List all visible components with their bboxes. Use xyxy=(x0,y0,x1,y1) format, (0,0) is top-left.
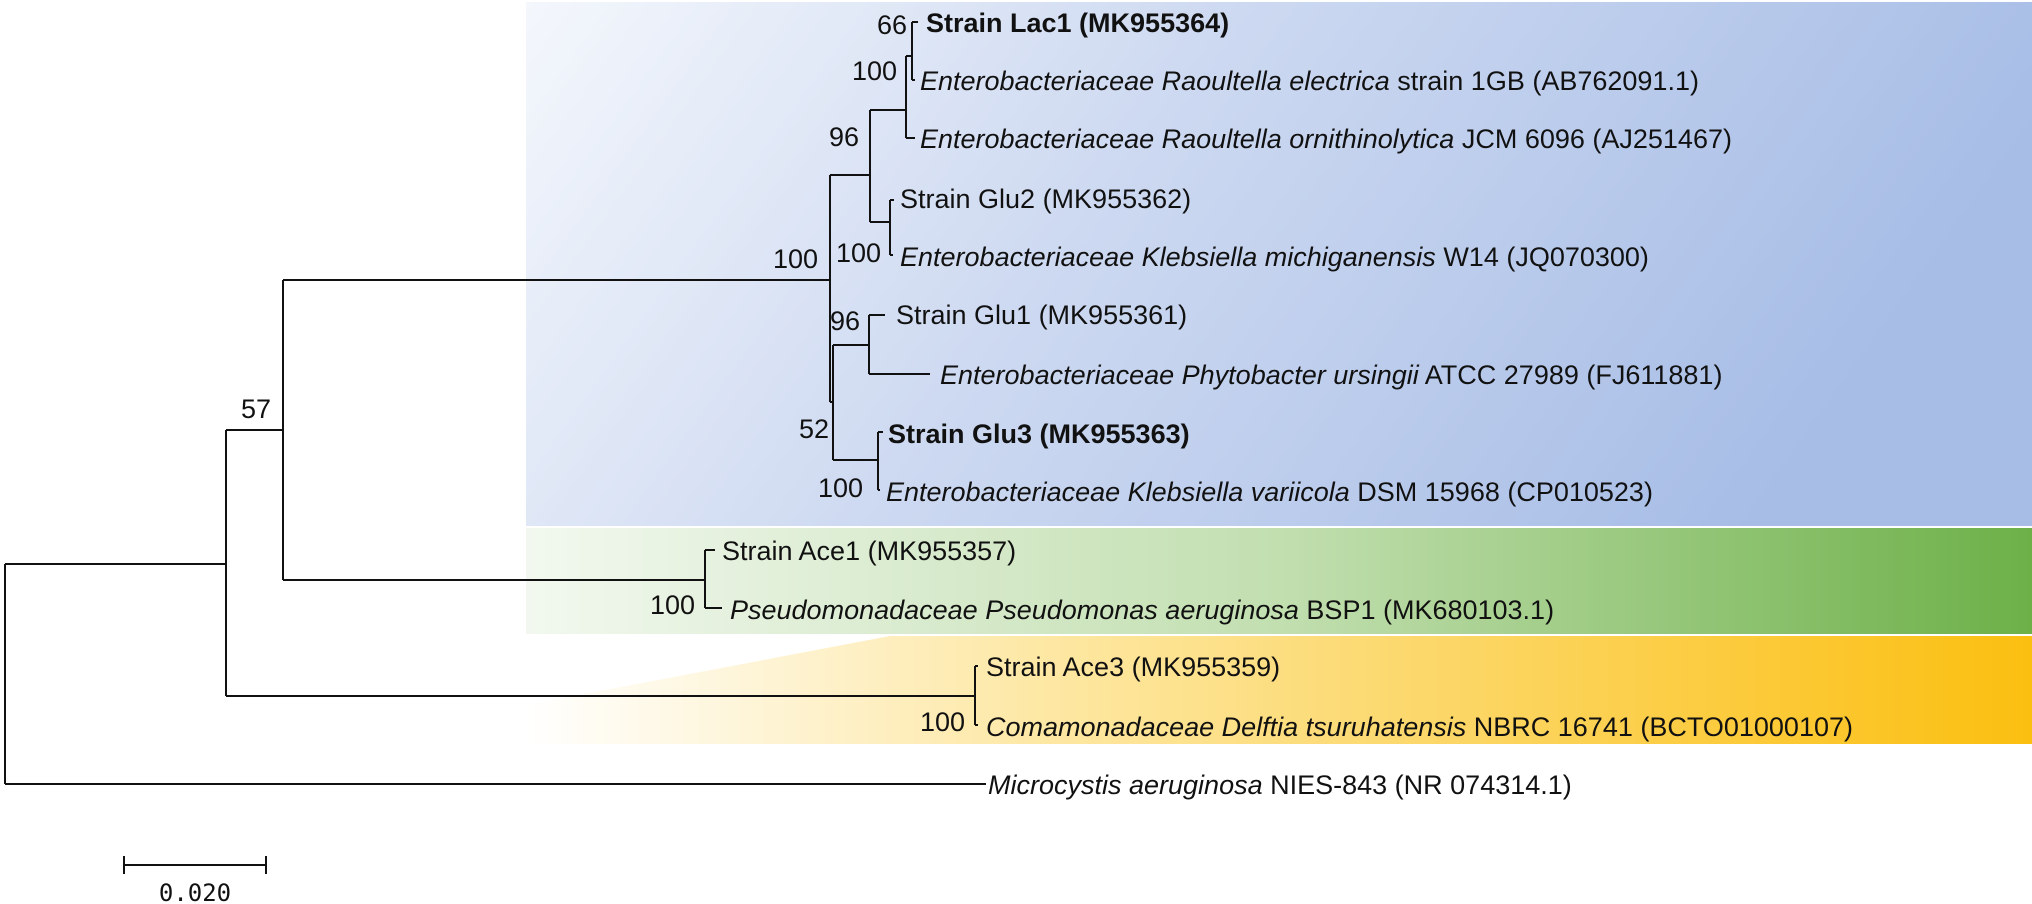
taxon-label: Pseudomonadaceae Pseudomonas aeruginosa … xyxy=(730,595,1554,625)
taxon-label: Strain Ace3 (MK955359) xyxy=(986,652,1280,682)
taxon-label: Strain Glu3 (MK955363) xyxy=(888,419,1190,449)
taxon-label-segment: Enterobacteriaceae Raoultella ornithinol… xyxy=(920,124,1454,154)
bootstrap-values: 66 100 96 100 100 96 52 100 57 100 100 xyxy=(241,10,965,737)
taxon-label: Microcystis aeruginosa NIES-843 (NR 0743… xyxy=(988,770,1572,800)
taxon-label-segment: BSP1 (MK680103.1) xyxy=(1299,595,1554,625)
taxon-label: Strain Glu2 (MK955362) xyxy=(900,184,1191,214)
taxon-label-segment: Strain Lac1 (MK955364) xyxy=(926,8,1229,38)
taxon-label: Enterobacteriaceae Phytobacter ursingii … xyxy=(940,360,1722,390)
taxon-label-segment: Strain Glu3 (MK955363) xyxy=(888,419,1190,449)
scale-bar: 0.020 xyxy=(123,856,267,904)
bootstrap-value: 96 xyxy=(829,122,859,152)
taxon-label: Strain Lac1 (MK955364) xyxy=(926,8,1229,38)
taxon-label-segment: Strain Glu1 (MK955361) xyxy=(896,300,1187,330)
bootstrap-value: 100 xyxy=(650,590,695,620)
taxon-labels: Strain Lac1 (MK955364) Enterobacteriacea… xyxy=(722,8,1853,800)
clade-pseudomonadaceae-highlight xyxy=(526,528,2032,634)
taxon-label-segment: ATCC 27989 (FJ611881) xyxy=(1419,360,1723,390)
taxon-label-segment: strain 1GB (AB762091.1) xyxy=(1390,66,1699,96)
taxon-label: Enterobacteriaceae Klebsiella michiganen… xyxy=(900,242,1649,272)
scale-bar-label: 0.020 xyxy=(159,879,231,904)
bootstrap-value: 52 xyxy=(799,414,829,444)
taxon-label-segment: Microcystis aeruginosa xyxy=(988,770,1263,800)
bootstrap-value: 100 xyxy=(852,56,897,86)
taxon-label-segment: Enterobacteriaceae Raoultella electrica xyxy=(920,66,1390,96)
bootstrap-value: 66 xyxy=(877,10,907,40)
taxon-label: Enterobacteriaceae Klebsiella variicola … xyxy=(886,477,1653,507)
bootstrap-value: 100 xyxy=(773,244,818,274)
taxon-label-segment: W14 (JQ070300) xyxy=(1436,242,1649,272)
taxon-label: Enterobacteriaceae Raoultella electrica … xyxy=(920,66,1699,96)
clade-comamonadaceae-highlight xyxy=(526,636,2032,744)
taxon-label-segment: Enterobacteriaceae Klebsiella michiganen… xyxy=(900,242,1436,272)
taxon-label-segment: Strain Glu2 (MK955362) xyxy=(900,184,1191,214)
taxon-label-segment: Pseudomonadaceae Pseudomonas aeruginosa xyxy=(730,595,1299,625)
taxon-label: Strain Glu1 (MK955361) xyxy=(896,300,1187,330)
bootstrap-value: 100 xyxy=(818,473,863,503)
taxon-label: Comamonadaceae Delftia tsuruhatensis NBR… xyxy=(986,712,1853,742)
bootstrap-value: 100 xyxy=(836,238,881,268)
taxon-label: Enterobacteriaceae Raoultella ornithinol… xyxy=(920,124,1732,154)
taxon-label-segment: NBRC 16741 (BCTO01000107) xyxy=(1466,712,1853,742)
bootstrap-value: 57 xyxy=(241,394,271,424)
taxon-label-segment: Strain Ace3 (MK955359) xyxy=(986,652,1280,682)
taxon-label-segment: Comamonadaceae Delftia tsuruhatensis xyxy=(986,712,1466,742)
taxon-label-segment: DSM 15968 (CP010523) xyxy=(1350,477,1653,507)
taxon-label-segment: NIES-843 (NR 074314.1) xyxy=(1263,770,1572,800)
taxon-label: Strain Ace1 (MK955357) xyxy=(722,536,1016,566)
tree-branches xyxy=(4,21,986,785)
taxon-label-segment: Enterobacteriaceae Phytobacter ursingii xyxy=(940,360,1420,390)
taxon-label-segment: Enterobacteriaceae Klebsiella variicola xyxy=(886,477,1350,507)
clade-enterobacteriaceae-highlight xyxy=(526,2,2032,526)
taxon-label-segment: Strain Ace1 (MK955357) xyxy=(722,536,1016,566)
bootstrap-value: 100 xyxy=(920,707,965,737)
bootstrap-value: 96 xyxy=(830,306,860,336)
taxon-label-segment: JCM 6096 (AJ251467) xyxy=(1454,124,1732,154)
